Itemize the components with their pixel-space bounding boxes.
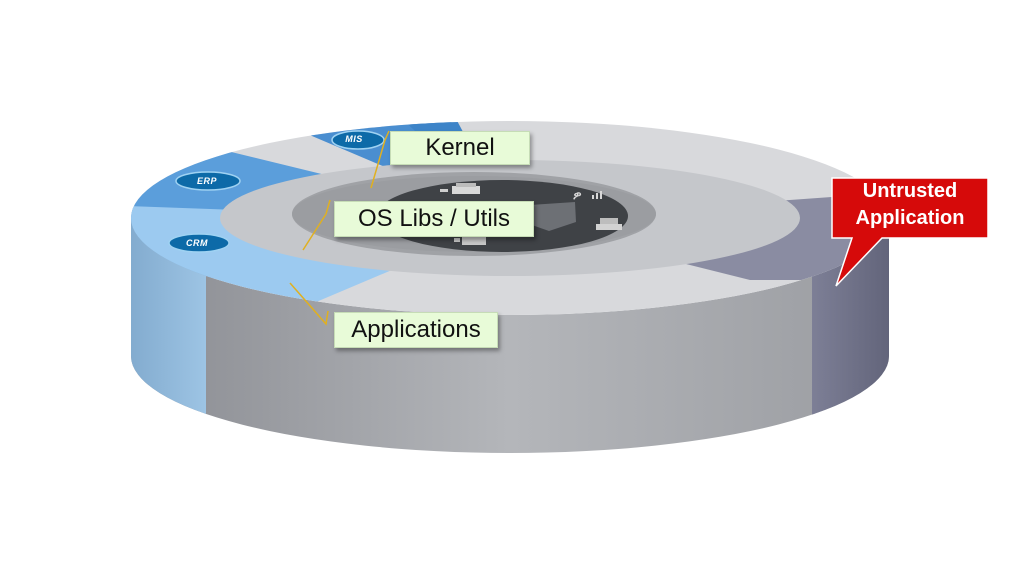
badge-erp bbox=[175, 171, 241, 191]
leader-lines bbox=[289, 130, 390, 326]
badge-erp-label: ERP bbox=[196, 176, 218, 186]
svg-text:ዎ: ዎ bbox=[573, 188, 582, 202]
untrusted-line2: Application bbox=[855, 207, 965, 229]
kernel-label: Kernel bbox=[390, 131, 530, 165]
badge-crm bbox=[168, 233, 230, 253]
badge-mis-label: MIS bbox=[345, 134, 363, 144]
oslibs-leader bbox=[302, 199, 331, 251]
device-icon bbox=[454, 236, 486, 245]
apps-leader bbox=[289, 282, 329, 326]
badge-mis bbox=[331, 130, 385, 150]
signal-icon: ዎ bbox=[573, 188, 602, 202]
printer-icon bbox=[596, 218, 622, 230]
untrusted-callout-shape bbox=[831, 177, 989, 287]
kernel-leader bbox=[370, 130, 390, 189]
untrusted-line1: Untrusted bbox=[862, 180, 958, 202]
applications-label: Applications bbox=[334, 312, 498, 348]
untrusted-application-callout: Untrusted Application bbox=[832, 178, 988, 238]
os-libs-label: OS Libs / Utils bbox=[334, 201, 534, 237]
kernel-chip bbox=[529, 202, 576, 231]
badge-crm-label: CRM bbox=[186, 238, 208, 248]
network-port-icon bbox=[440, 183, 480, 194]
